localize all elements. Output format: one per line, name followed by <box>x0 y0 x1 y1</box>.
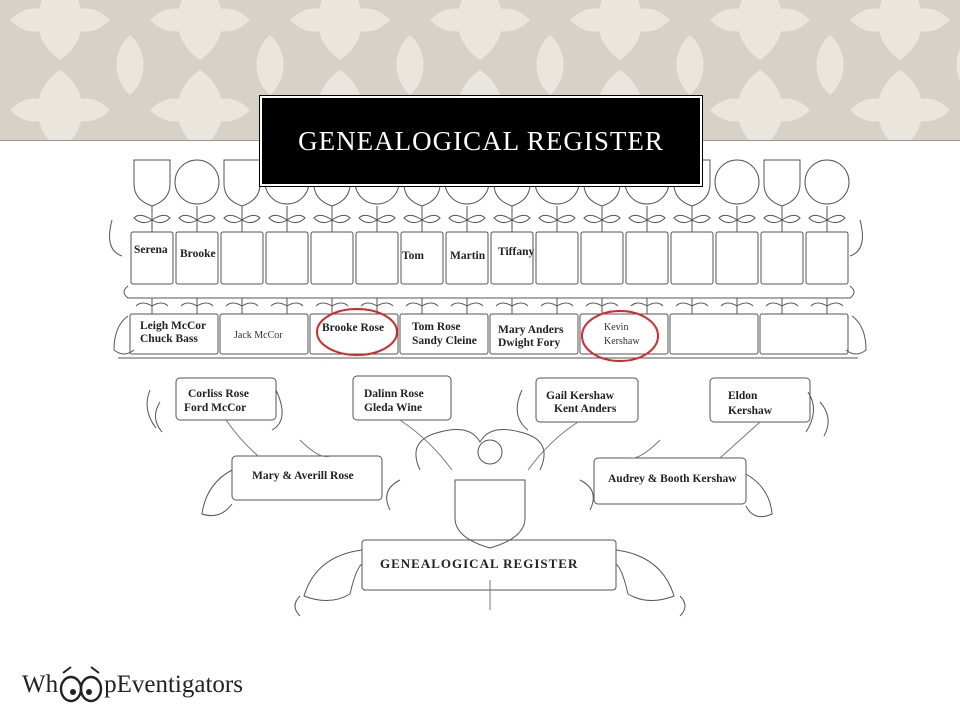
slide-title: GENEALOGICAL REGISTER <box>298 125 664 156</box>
highlight-oval-kevin-kershaw <box>581 310 659 362</box>
leaf-sprigs <box>133 206 846 314</box>
gen2-audrey-booth-kershaw: Audrey & Booth Kershaw <box>608 473 737 485</box>
branches <box>225 419 761 610</box>
gen4-leigh-mccor: Leigh McCor <box>140 320 207 332</box>
gen4-brooke-rose: Brooke Rose <box>322 322 385 334</box>
bottom-banner-label: GENEALOGICAL REGISTER <box>380 556 579 571</box>
highlight-oval-brooke-rose <box>316 308 398 356</box>
gen4-sandy-cleine: Sandy Cleine <box>412 335 477 347</box>
gen3-kershaw: Kershaw <box>728 405 773 417</box>
gen5-name-martin: Martin <box>450 250 486 262</box>
gen3-gail-kershaw: Gail Kershaw <box>546 390 615 402</box>
gen4-chuck-bass: Chuck Bass <box>140 333 198 345</box>
gen4-boxes <box>118 313 858 359</box>
damask-pattern <box>10 0 960 140</box>
gen5-name-tom: Tom <box>402 250 424 262</box>
gen3-dalinn-rose: Dalinn Rose <box>364 388 424 400</box>
gen5-name-serena: Serena <box>134 244 168 256</box>
gen5-scroll <box>123 285 855 299</box>
gen3-ford-mccor: Ford McCor <box>184 402 247 414</box>
gen2-scrolls <box>201 455 773 518</box>
gen5-boxes <box>130 231 849 285</box>
gen4-tom-rose: Tom Rose <box>412 321 461 333</box>
gen4-mary-anders: Mary Anders <box>498 324 564 336</box>
damask-background <box>0 0 960 140</box>
central-crest <box>386 429 594 549</box>
gen4-kevin: Kevin <box>604 322 629 333</box>
logo-text-left: Wh <box>22 671 59 698</box>
eyes-icon <box>59 665 103 705</box>
side-scrolls <box>109 219 867 355</box>
gen4-dwight-fory: Dwight Fory <box>498 337 561 349</box>
gen5-name-brooke: Brooke <box>180 248 216 260</box>
bottom-banner <box>294 539 686 617</box>
gen3-corliss-rose: Corliss Rose <box>188 388 250 400</box>
gen4-jack-mccor: Jack McCor <box>234 330 283 341</box>
gen5-name-tiffany: Tiffany <box>498 246 535 258</box>
gen2-mary-averill-rose: Mary & Averill Rose <box>252 470 354 482</box>
gen3-eldon: Eldon <box>728 390 758 402</box>
gen4-kershaw: Kershaw <box>604 336 640 347</box>
slide-title-banner: GENEALOGICAL REGISTER <box>260 96 702 186</box>
logo-text-right: pEventigators <box>104 671 243 698</box>
gen3-kent-anders: Kent Anders <box>554 403 617 415</box>
family-tree-illustration: Serena Brooke Tom Martin Tiffany Leigh M… <box>0 140 960 620</box>
whoopeventigators-logo: Wh pEventigators <box>22 660 243 710</box>
gen3-gleda-wine: Gleda Wine <box>364 402 423 414</box>
tree-drawing <box>109 159 867 617</box>
gen3-scrolls <box>146 375 829 437</box>
